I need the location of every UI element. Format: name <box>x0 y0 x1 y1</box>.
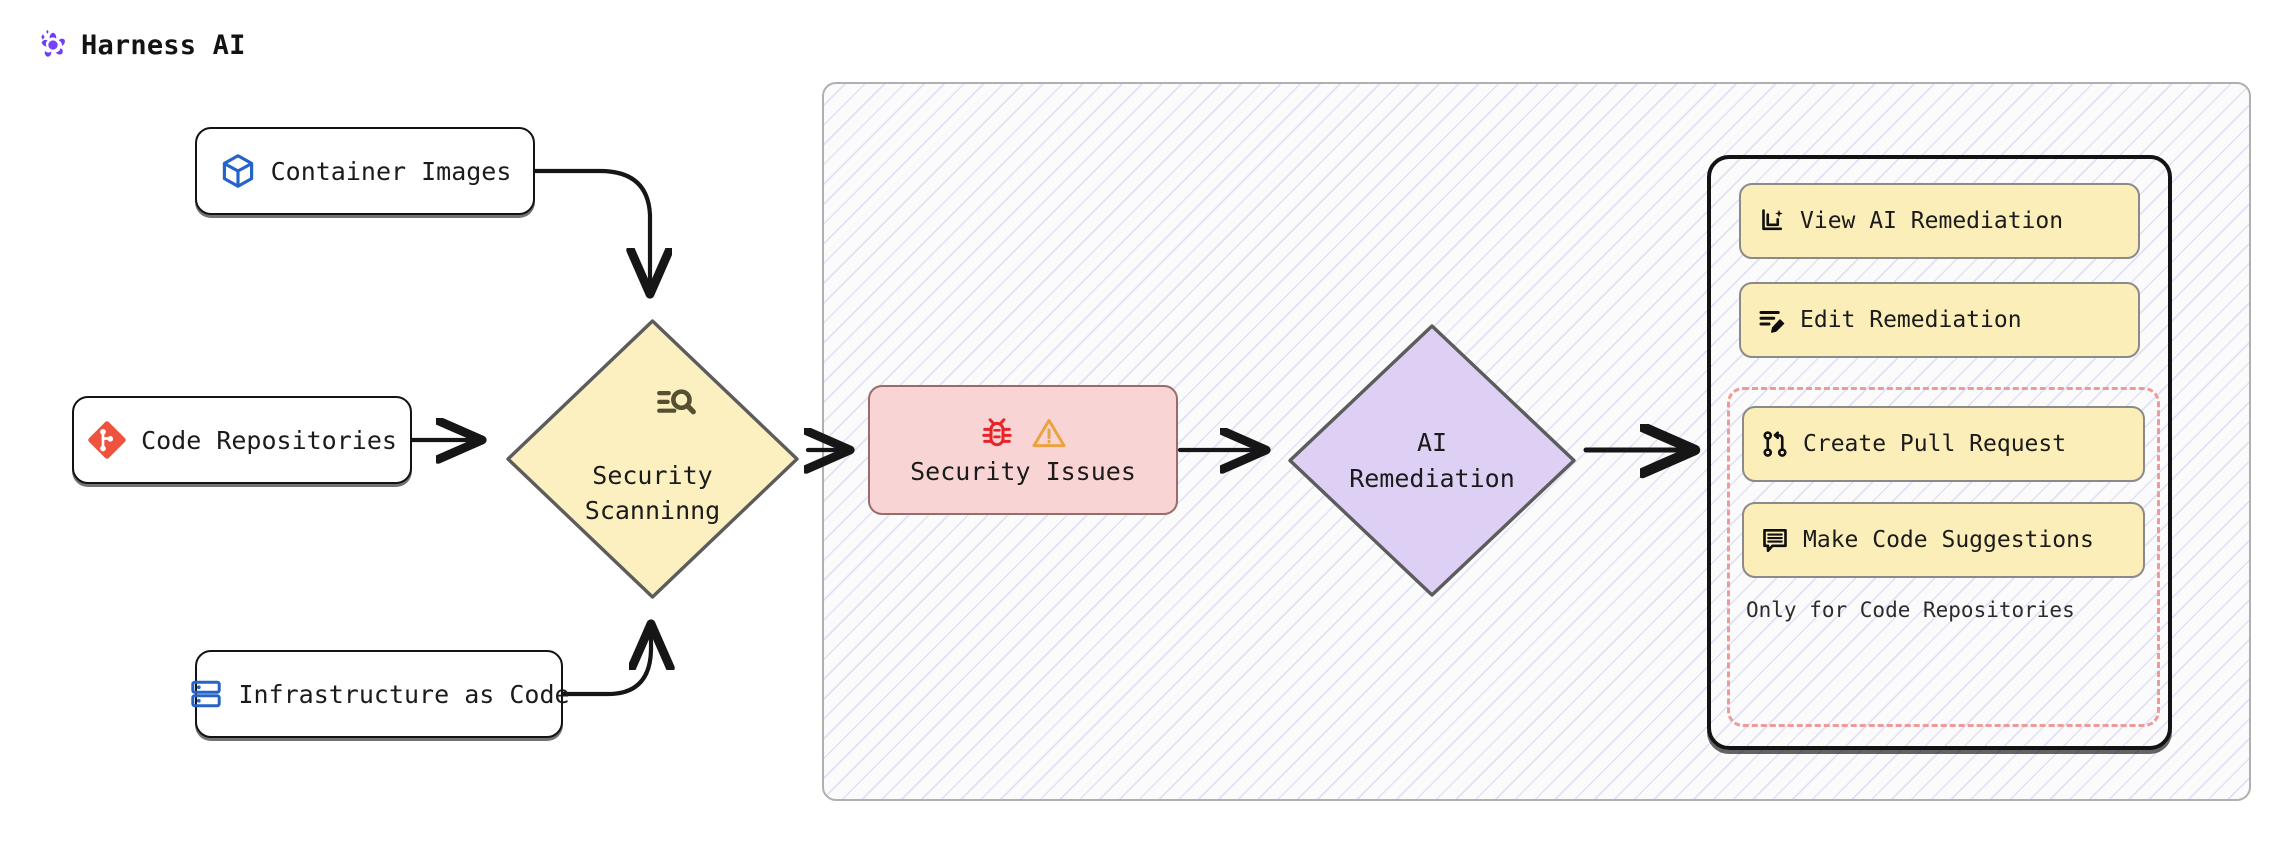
button-make-code-suggestions[interactable]: Make Code Suggestions <box>1742 502 2145 578</box>
button-view-ai-remediation[interactable]: View AI Remediation <box>1739 183 2140 259</box>
node-label: Container Images <box>270 156 512 186</box>
diamond-shape <box>506 319 799 599</box>
button-create-pull-request[interactable]: Create Pull Request <box>1742 406 2145 482</box>
harness-pinwheel-icon <box>36 28 70 62</box>
cube-icon <box>219 152 257 190</box>
button-label: Edit Remediation <box>1800 307 2022 333</box>
code-repositories-only-group: Create Pull Request Make Code Suggestion… <box>1727 387 2160 727</box>
node-label: Infrastructure as Code <box>238 679 570 709</box>
pull-request-icon <box>1760 429 1790 459</box>
list-pencil-icon <box>1757 305 1787 335</box>
security-issues-label: Security Issues <box>910 456 1136 486</box>
security-issue-icons <box>979 415 1067 451</box>
node-security-scanning[interactable]: Security Scanninng <box>500 313 805 605</box>
button-label: View AI Remediation <box>1800 208 2064 234</box>
warning-triangle-icon <box>1031 415 1067 451</box>
git-diamond-icon <box>87 420 127 460</box>
node-infrastructure-as-code[interactable]: Infrastructure as Code <box>191 650 570 738</box>
actions-list: View AI Remediation Edit Remediation <box>1711 159 2168 746</box>
diamond-shape <box>1288 324 1576 597</box>
harness-ai-title: Harness AI <box>36 28 246 62</box>
node-code-repositories[interactable]: Code Repositories <box>72 396 412 484</box>
button-label: Create Pull Request <box>1803 431 2067 457</box>
remediation-actions-panel: View AI Remediation Edit Remediation <box>1707 155 2172 750</box>
node-container-images[interactable]: Container Images <box>195 127 535 215</box>
ai-sparkle-document-icon <box>1757 206 1787 236</box>
comment-lines-icon <box>1760 525 1790 555</box>
bug-icon <box>979 415 1015 451</box>
node-security-issues[interactable]: Security Issues <box>868 385 1178 515</box>
button-label: Make Code Suggestions <box>1803 527 2094 553</box>
button-edit-remediation[interactable]: Edit Remediation <box>1739 282 2140 358</box>
server-stack-icon <box>188 676 224 712</box>
node-label: Code Repositories <box>141 425 397 455</box>
node-ai-remediation[interactable]: AI Remediation <box>1282 318 1582 603</box>
code-repositories-only-note: Only for Code Repositories <box>1746 598 2075 622</box>
harness-ai-label: Harness AI <box>81 29 246 61</box>
